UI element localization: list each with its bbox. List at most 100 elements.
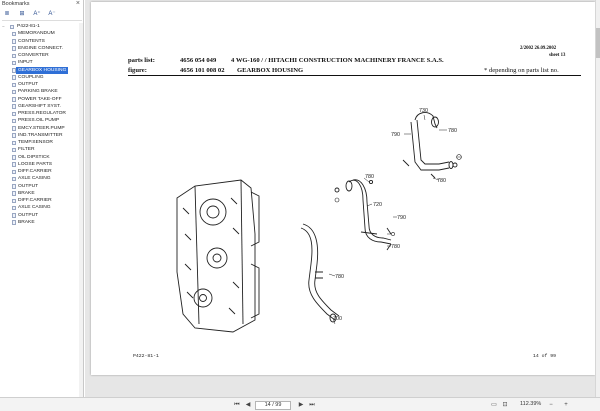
- tree-branch-icon: [2, 39, 7, 44]
- bookmark-item[interactable]: FILTER: [0, 146, 83, 153]
- last-page-icon[interactable]: ⏭: [309, 402, 315, 408]
- bookmark-item[interactable]: OIL DIPSTICK: [0, 154, 83, 161]
- reduce-text-icon[interactable]: A⁻: [48, 10, 56, 17]
- bookmark-label: IND.TRANSMITTER: [18, 132, 63, 138]
- bookmark-icon: [12, 169, 16, 174]
- bookmark-item[interactable]: DIFF.CARRIER: [0, 197, 83, 204]
- tree-branch-icon: [2, 213, 7, 218]
- bookmark-item[interactable]: GEARSHIFT SYST.: [0, 103, 83, 110]
- bookmark-item[interactable]: GEARBOX HOUSING: [0, 66, 83, 74]
- pdf-page: 2/2002 26.09.2002 sheet 13 parts list: 4…: [91, 2, 595, 375]
- close-icon[interactable]: ×: [75, 0, 80, 7]
- bookmark-item[interactable]: PARKING BRAKE: [0, 88, 83, 95]
- tree-branch-icon: [2, 46, 7, 51]
- bookmark-label: P422-81-1: [17, 24, 40, 29]
- bookmark-item[interactable]: INPUT: [0, 59, 83, 66]
- bookmark-item[interactable]: COUPLING: [0, 74, 83, 81]
- panel-title: Bookmarks: [2, 1, 30, 7]
- page-layout-icon[interactable]: ▭: [491, 402, 497, 408]
- bookmark-icon: [12, 184, 16, 189]
- bookmark-icon: [12, 191, 16, 196]
- bookmark-icon: [12, 97, 16, 102]
- tree-branch-icon: [2, 82, 7, 87]
- bookmark-label: TEMP.SENSOR: [18, 140, 53, 145]
- bookmark-item[interactable]: OUTPUT: [0, 183, 83, 190]
- bookmark-icon: [12, 118, 16, 124]
- callout-780: 780: [335, 274, 344, 280]
- bookmark-icon: [12, 75, 16, 80]
- tree-branch-icon: [2, 176, 7, 181]
- bookmark-icon: [12, 46, 16, 51]
- bookmark-label: GEARBOX HOUSING: [16, 66, 69, 74]
- fit-page-icon[interactable]: ⊡: [502, 402, 508, 408]
- zoom-level[interactable]: 112.39%: [520, 401, 542, 407]
- bookmark-options-icon[interactable]: ≣: [4, 10, 10, 17]
- tree-branch-icon: [2, 191, 7, 196]
- tree-branch-icon: [2, 118, 7, 123]
- bookmark-label: POWER TAKE-OFF: [18, 96, 62, 102]
- bookmark-label: PRESS.OIL PUMP: [18, 118, 60, 124]
- tree-branch-icon: [2, 198, 7, 203]
- bookmark-icon: [12, 89, 16, 95]
- bookmark-item[interactable]: LOOSE PARTS: [0, 161, 83, 168]
- zoom-out-icon[interactable]: −: [549, 402, 553, 408]
- bookmark-item[interactable]: OUTPUT: [0, 81, 83, 88]
- bookmark-item[interactable]: CONTENTS: [0, 38, 83, 45]
- previous-page-icon[interactable]: ◀: [245, 402, 251, 408]
- callout-780: 780: [365, 174, 374, 180]
- bookmark-label: ENGINE CONNECT.: [18, 45, 64, 51]
- page-footer-code: P422-81-1: [133, 354, 159, 359]
- bookmark-item[interactable]: PRESS.OIL PUMP: [0, 117, 83, 124]
- bookmark-item[interactable]: − P422-81-1: [0, 23, 83, 30]
- bookmark-icon: [12, 220, 16, 225]
- bookmark-item[interactable]: BRAKE: [0, 219, 83, 226]
- viewer-scrollbar[interactable]: [595, 0, 600, 397]
- tree-branch-icon: [2, 75, 7, 80]
- page-footer-count: 14 of 99: [533, 354, 557, 359]
- callout-700: 700: [333, 316, 342, 322]
- bookmark-item[interactable]: ENGINE CONNECT.: [0, 45, 83, 52]
- tree-branch-icon: [2, 147, 7, 152]
- bookmark-label: OUTPUT: [18, 82, 39, 87]
- document-viewer: 2/2002 26.09.2002 sheet 13 parts list: 4…: [85, 0, 600, 397]
- bookmark-label: COUPLING: [18, 74, 44, 80]
- tree-branch-icon: [2, 60, 7, 65]
- bookmark-icon: [12, 53, 16, 58]
- tree-branch-icon: [2, 68, 7, 73]
- bookmark-icon: [12, 162, 16, 167]
- figure-title: GEARBOX HOUSING: [237, 67, 304, 74]
- page-number-field[interactable]: 14 / 99: [255, 400, 291, 410]
- tree-branch-icon: [2, 97, 7, 102]
- bookmark-item[interactable]: BRAKE: [0, 190, 83, 197]
- bookmark-item[interactable]: AXLE CASING: [0, 204, 83, 211]
- bookmark-icon: [12, 147, 16, 153]
- bookmark-item[interactable]: PRESS.REGULATOR: [0, 110, 83, 117]
- bookmark-label: DIFF.CARRIER: [18, 198, 52, 203]
- bookmark-item[interactable]: AXLE CASING: [0, 175, 83, 182]
- enlarge-text-icon[interactable]: A⁺: [33, 10, 41, 17]
- next-page-icon[interactable]: ▶: [298, 402, 304, 408]
- bookmark-item[interactable]: POWER TAKE-OFF: [0, 96, 83, 103]
- viewer-scroll-thumb[interactable]: [596, 28, 600, 58]
- bookmark-item[interactable]: TEMP.SENSOR: [0, 139, 83, 146]
- parts-list-label: parts list:: [128, 57, 155, 64]
- bookmark-icon: [12, 82, 16, 87]
- bookmark-label: BRAKE: [18, 190, 35, 196]
- bookmark-item[interactable]: DIFF.CARRIER: [0, 168, 83, 175]
- bookmark-item[interactable]: EMCY.STEER.PUMP: [0, 125, 83, 132]
- bookmark-item[interactable]: OUTPUT: [0, 212, 83, 219]
- collapse-icon[interactable]: −: [2, 24, 5, 29]
- zoom-in-icon[interactable]: +: [564, 402, 568, 408]
- tree-branch-icon: [2, 31, 7, 36]
- callout-780: 780: [448, 128, 457, 134]
- sheet-number: sheet 13: [549, 53, 566, 58]
- bookmark-item[interactable]: IND.TRANSMITTER: [0, 132, 83, 139]
- expand-icon[interactable]: ⊞: [19, 10, 25, 17]
- bookmark-icon: [10, 24, 14, 29]
- sidebar-scrollbar[interactable]: [79, 23, 83, 397]
- first-page-icon[interactable]: ⏮: [234, 402, 240, 408]
- bookmark-icon: [12, 111, 16, 116]
- bookmark-item[interactable]: MEMORANDUM: [0, 30, 83, 37]
- tree-branch-icon: [2, 111, 7, 116]
- bookmark-item[interactable]: CONVERTER: [0, 52, 83, 59]
